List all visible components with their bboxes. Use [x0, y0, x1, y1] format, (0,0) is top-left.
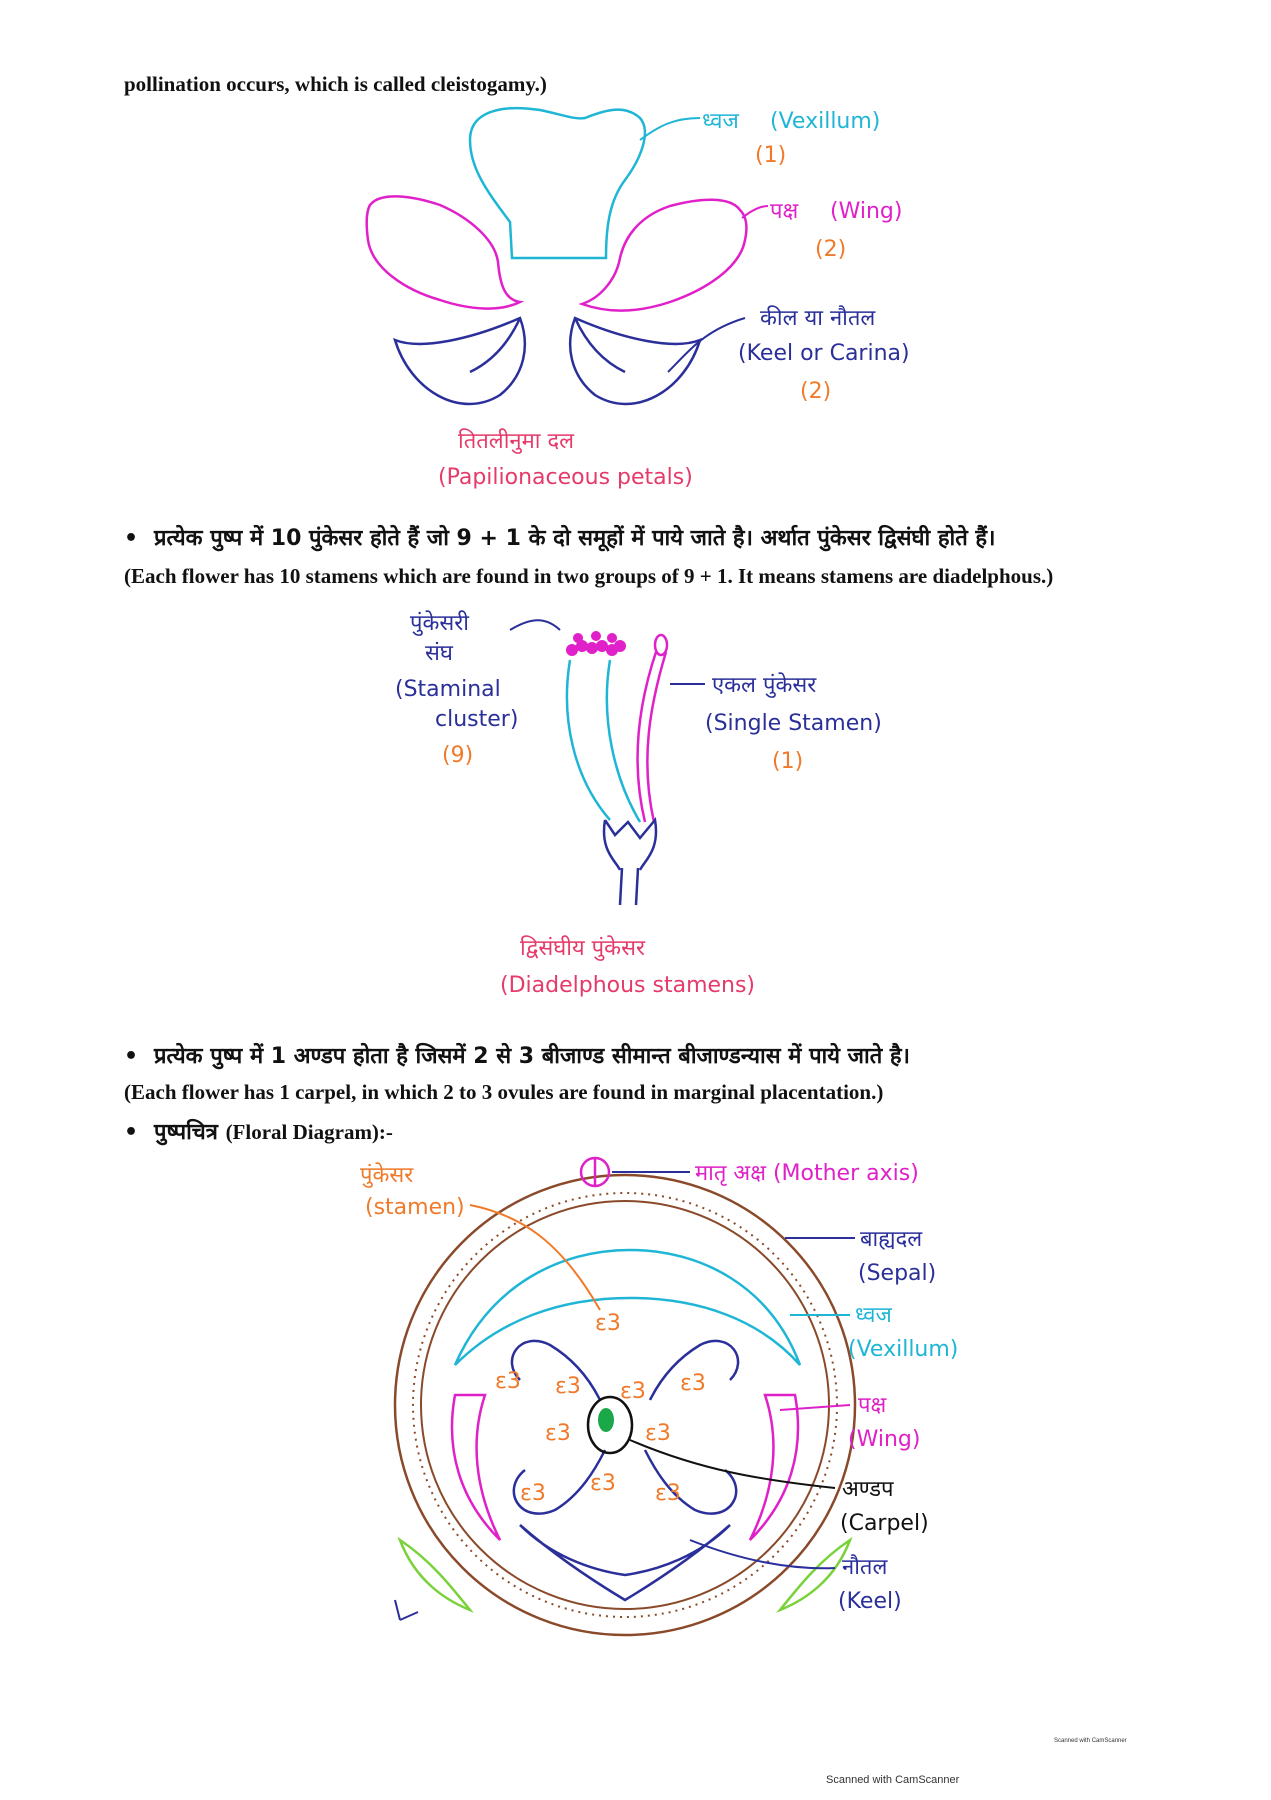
bullet: •	[124, 1044, 139, 1069]
floral-petals-inner	[510, 1339, 740, 1515]
label-vexillum-english: (Vexillum)	[770, 109, 880, 134]
label-mother-axis: मातृ अक्ष (Mother axis)	[695, 1161, 919, 1186]
label-keel-floral-hindi: नौतल	[842, 1554, 888, 1580]
leader-wing-floral	[779, 1404, 851, 1411]
label-wing-hindi: पक्ष	[770, 199, 799, 224]
sepal-ring-inner	[420, 1200, 830, 1610]
bract-left	[397, 1536, 474, 1613]
leader-carpel	[629, 1439, 836, 1489]
single-stamen-anther	[653, 633, 669, 657]
keel-left-shape	[393, 316, 527, 406]
figure-diadelphous-stamens: पुंकेसरी संघ (Staminal cluster) (9) एकल …	[395, 610, 882, 998]
bullet: •	[124, 1120, 139, 1145]
leader-stamen	[469, 1204, 601, 1311]
bract-right	[776, 1536, 853, 1613]
svg-text:ε3: ε3	[495, 1369, 521, 1394]
carpel-hindi-text: प्रत्येक पुष्प में 1 अण्डप होता है जिसमे…	[154, 1044, 910, 1069]
floral-hindi-text: पुष्पचित्र	[154, 1120, 218, 1145]
svg-text:ε3: ε3	[545, 1421, 571, 1446]
floral-vexillum-shape	[453, 1248, 802, 1366]
wing-left-shape	[365, 195, 525, 310]
staminal-cluster-tube	[565, 659, 642, 823]
svg-text:ε3: ε3	[555, 1374, 581, 1399]
calyx-shape	[602, 817, 658, 871]
pedicel-shape	[618, 867, 640, 906]
leader-staminal-cluster	[509, 619, 561, 631]
single-stamen-filament	[636, 651, 668, 823]
keel-right-shape	[568, 316, 702, 406]
label-sepal-english: (Sepal)	[858, 1261, 936, 1286]
floral-keel-shape	[519, 1524, 731, 1602]
label-single-stamen-count: (1)	[772, 749, 803, 774]
label-wing-english: (Wing)	[830, 199, 902, 224]
scanner-watermark: Scanned with CamScanner	[826, 1774, 960, 1786]
figure-papilionaceous-petals: ध्वज (Vexillum) (1) पक्ष (Wing) (2) कील …	[365, 106, 910, 490]
label-stamen-hindi: पुंकेसर	[360, 1162, 414, 1188]
leader-keel-floral	[689, 1539, 836, 1570]
pedicel-fragment	[394, 1599, 419, 1621]
svg-text:ε3: ε3	[590, 1471, 616, 1496]
label-sepal-hindi: बाह्यदल	[860, 1227, 923, 1252]
text-carpel-hindi: • प्रत्येक पुष्प में 1 अण्डप होता है जिसम…	[124, 1040, 910, 1070]
label-carpel-hindi: अण्डप	[842, 1477, 894, 1502]
label-vexillum-count: (1)	[755, 143, 786, 168]
floral-wing-right	[748, 1393, 800, 1541]
anther-cluster	[566, 631, 626, 656]
label-single-stamen-english: (Single Stamen)	[705, 711, 882, 736]
floral-english-text: (Floral Diagram):-	[225, 1120, 393, 1144]
wing-right-shape	[578, 198, 748, 312]
label-keel-english: (Keel or Carina)	[738, 341, 910, 366]
svg-text:ε3: ε3	[655, 1481, 681, 1506]
label-staminal-cluster-english-1: (Staminal	[395, 677, 501, 702]
svg-text:ε3: ε3	[645, 1421, 671, 1446]
label-wing-count: (2)	[815, 237, 846, 262]
label-wing-floral-english: (Wing)	[848, 1427, 920, 1452]
ovule-shape	[598, 1408, 614, 1432]
floral-wing-left	[450, 1393, 502, 1541]
label-staminal-cluster-hindi-2: संघ	[425, 641, 454, 666]
text-floral-diagram-heading: • पुष्पचित्र (Floral Diagram):-	[124, 1116, 393, 1146]
bullet: •	[124, 526, 139, 551]
svg-text:ε3: ε3	[595, 1311, 621, 1336]
figure-floral-diagram: ε3 ε3 ε3 ε3 ε3 ε3 ε3 ε3 ε3 ε3 पुंकेसर (s…	[360, 1156, 958, 1637]
caption-english-diadelphous: (Diadelphous stamens)	[500, 973, 755, 998]
label-wing-floral-hindi: पक्ष	[858, 1393, 887, 1418]
caption-hindi-diadelphous: द्विसंघीय पुंकेसर	[520, 935, 646, 961]
vexillum-shape	[468, 106, 647, 260]
text-stamens-english: (Each flower has 10 stamens which are fo…	[124, 564, 1054, 588]
label-carpel-english: (Carpel)	[840, 1511, 929, 1536]
text-stamens-hindi: • प्रत्येक पुष्प में 10 पुंकेसर होते हैं …	[124, 522, 995, 552]
carpel-shape	[586, 1395, 634, 1455]
label-single-stamen-hindi: एकल पुंकेसर	[712, 672, 817, 698]
scanner-watermark-small: Scanned with CamScanner	[1054, 1738, 1127, 1744]
label-staminal-cluster-hindi-1: पुंकेसरी	[410, 610, 469, 636]
label-keel-count: (2)	[800, 379, 831, 404]
leader-keel	[667, 317, 746, 373]
svg-text:ε3: ε3	[680, 1371, 706, 1396]
label-stamen-english: (stamen)	[365, 1195, 465, 1220]
stamens-hindi-text: प्रत्येक पुष्प में 10 पुंकेसर होते हैं ज…	[154, 526, 996, 551]
text-line-cleistogamy: pollination occurs, which is called clei…	[124, 72, 547, 96]
svg-text:ε3: ε3	[620, 1379, 646, 1404]
text-carpel-english: (Each flower has 1 carpel, in which 2 to…	[124, 1080, 884, 1104]
label-keel-floral-english: (Keel)	[838, 1589, 902, 1614]
label-keel-hindi: कील या नौतल	[760, 305, 876, 331]
label-vexillum-floral-hindi: ध्वज	[855, 1303, 893, 1328]
leader-vexillum	[639, 117, 701, 141]
caption-hindi-papilionaceous: तितलीनुमा दल	[458, 428, 575, 454]
svg-text:ε3: ε3	[520, 1481, 546, 1506]
label-staminal-cluster-english-2: cluster)	[435, 707, 518, 732]
label-vexillum-hindi: ध्वज	[702, 109, 740, 134]
leader-wing	[741, 205, 769, 219]
sepal-ring-outer	[393, 1173, 857, 1637]
label-staminal-cluster-count: (9)	[442, 743, 473, 768]
label-vexillum-floral-english: (Vexillum)	[848, 1337, 958, 1362]
floral-stamens: ε3 ε3 ε3 ε3 ε3 ε3 ε3 ε3 ε3 ε3	[495, 1311, 706, 1506]
caption-english-papilionaceous: (Papilionaceous petals)	[438, 465, 693, 490]
